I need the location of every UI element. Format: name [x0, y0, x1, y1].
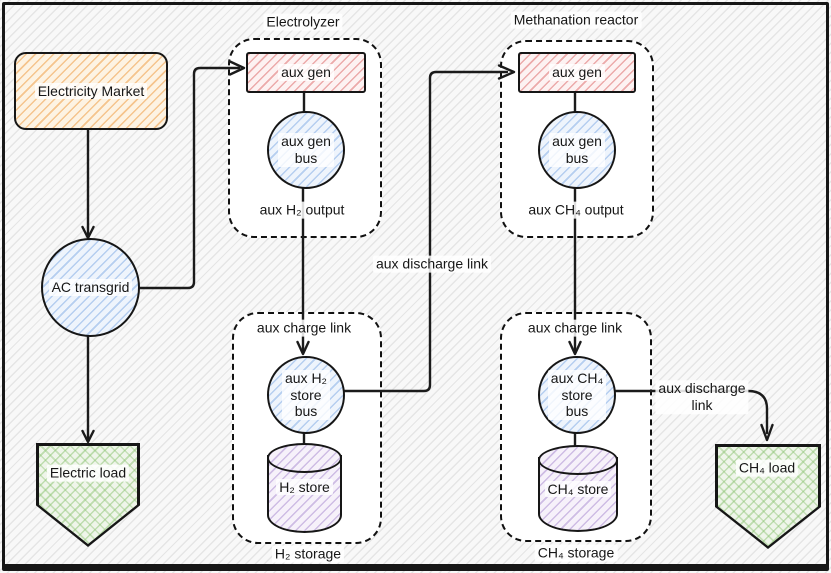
h2-store-cylinder-top — [267, 443, 342, 473]
ac-transgrid-label: AC transgrid — [48, 279, 133, 296]
electricity-market-label: Electricity Market — [34, 82, 148, 100]
ch4-store-label: CH₄ store — [538, 481, 618, 499]
arrowhead-down-ch4-load — [760, 423, 774, 442]
node-methanation-aux-gen: aux gen — [518, 52, 636, 93]
methanation-aux-gen-label: aux gen — [549, 64, 605, 81]
node-electricity-market: Electricity Market — [14, 52, 168, 130]
arrowhead-down-electric-load — [81, 429, 95, 444]
electric-load-label: Electric load — [46, 464, 130, 482]
node-h2-store-bus: aux H₂ store bus — [267, 356, 345, 434]
ch4-store-cylinder-top — [538, 445, 618, 475]
h2-store-label: H₂ store — [267, 479, 342, 497]
ch4-load-label: CH₄ load — [735, 459, 799, 477]
h2-store-bus-label: aux H₂ store bus — [281, 370, 330, 420]
node-ch4-store-bus: aux CH₄ store bus — [538, 356, 616, 434]
node-ac-transgrid: AC transgrid — [41, 238, 140, 337]
methanation-output-label: aux CH₄ output — [525, 201, 627, 219]
electrolyzer-title: Electrolyzer — [263, 13, 343, 31]
h2-storage-title: H₂ storage — [271, 545, 345, 563]
node-electric-load — [36, 443, 140, 547]
electrolyzer-output-label: aux H₂ output — [256, 201, 348, 219]
node-ch4-store: CH₄ store — [538, 445, 618, 532]
electrolyzer-aux-gen-label: aux gen — [278, 64, 334, 81]
node-h2-store: H₂ store — [267, 443, 342, 533]
node-electrolyzer-aux-gen-bus: aux gen bus — [267, 111, 345, 189]
electric-load-shape — [39, 446, 137, 544]
node-electrolyzer-aux-gen: aux gen — [246, 52, 366, 93]
ch4-charge-link-label: aux charge link — [524, 319, 626, 337]
ch4-storage-title: CH₄ storage — [534, 544, 618, 562]
ch4-store-bus-label: aux CH₄ store bus — [547, 370, 607, 420]
aux-discharge-link-mid-label: aux discharge link — [372, 255, 492, 273]
node-methanation-aux-gen-bus: aux gen bus — [538, 111, 616, 189]
methanation-aux-gen-bus-label: aux gen bus — [549, 133, 605, 167]
electrolyzer-aux-gen-bus-label: aux gen bus — [278, 133, 334, 167]
methanation-title: Methanation reactor — [510, 11, 642, 29]
h2-charge-link-label: aux charge link — [253, 319, 355, 337]
arrowhead-down-transgrid — [81, 225, 95, 240]
aux-discharge-link-right-label: aux discharge link — [655, 380, 749, 414]
